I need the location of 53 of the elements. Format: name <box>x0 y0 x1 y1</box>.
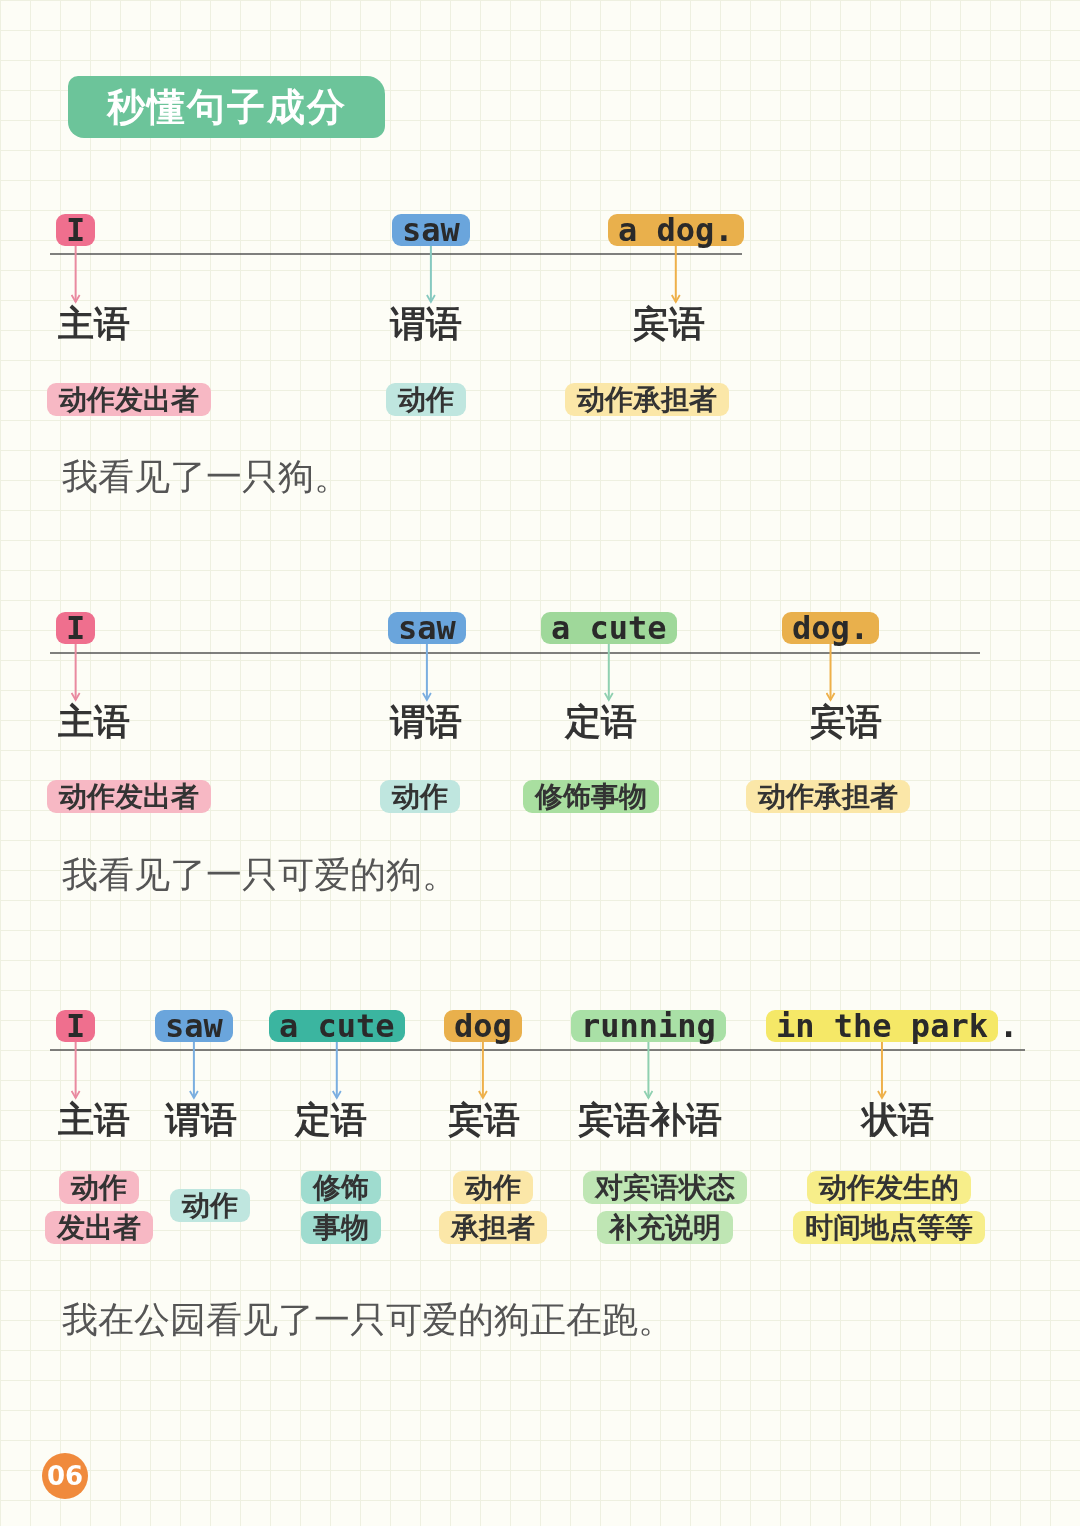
word-highlight: running <box>571 1010 726 1042</box>
meaning-highlight: 动作 <box>380 778 460 816</box>
role-label: 定语 <box>565 700 637 744</box>
example-sentence: 我在公园看见了一只可爱的狗正在跑。 <box>62 1298 674 1342</box>
example-sentence: 我看见了一只可爱的狗。 <box>62 853 458 897</box>
role-label: 主语 <box>58 1098 130 1142</box>
title-banner: 秒懂句子成分 <box>68 76 385 138</box>
meaning-highlight: 动作 <box>170 1187 250 1225</box>
role-label: 状语 <box>862 1098 934 1142</box>
arrow <box>70 643 81 701</box>
arrow <box>643 1041 654 1099</box>
role-label: 主语 <box>58 302 130 346</box>
arrow <box>670 245 681 303</box>
word-highlight: a cute <box>541 612 677 644</box>
word-highlight: a cute <box>269 1010 405 1042</box>
word-highlight: saw <box>388 612 466 644</box>
arrow <box>422 643 432 701</box>
meaning-highlight: 动作承担者 <box>746 778 910 816</box>
role-label: 主语 <box>58 700 130 744</box>
role-label: 宾语补语 <box>578 1098 722 1142</box>
role-label: 宾语 <box>810 700 882 744</box>
arrow <box>70 1041 81 1099</box>
word-highlight: saw <box>155 1010 233 1042</box>
role-label: 宾语 <box>448 1098 520 1142</box>
word-highlight: saw <box>392 214 470 246</box>
word-highlight: I <box>56 1010 96 1042</box>
role-label: 谓语 <box>390 302 462 346</box>
meaning-highlight: 修饰事物 <box>523 778 659 816</box>
punctuation: . <box>998 1010 1019 1042</box>
word-highlight: in the park <box>766 1010 998 1042</box>
arrow <box>603 643 614 701</box>
word-highlight: dog. <box>782 612 880 644</box>
example-sentence: 我看见了一只狗。 <box>62 455 350 499</box>
page-number-badge: 06 <box>42 1453 88 1499</box>
role-label: 谓语 <box>390 700 462 744</box>
role-label: 定语 <box>295 1098 367 1142</box>
arrow <box>70 245 81 303</box>
word-highlight: a dog. <box>608 214 744 246</box>
meaning-highlight: 动作承担者 <box>565 381 729 419</box>
arrow <box>877 1041 887 1099</box>
role-label: 谓语 <box>165 1098 237 1142</box>
word-highlight: I <box>56 214 96 246</box>
arrow <box>189 1041 199 1099</box>
word-highlight: dog <box>444 1010 522 1042</box>
word-highlight: I <box>56 612 96 644</box>
meaning-highlight: 动作发出者 <box>47 381 211 419</box>
meaning-highlight: 动作发出者 <box>47 778 211 816</box>
role-label: 宾语 <box>633 302 705 346</box>
meaning-highlight: 动作 <box>386 381 466 419</box>
arrow <box>426 245 436 303</box>
arrow <box>825 643 836 701</box>
arrow <box>331 1041 342 1099</box>
arrow <box>478 1041 488 1099</box>
